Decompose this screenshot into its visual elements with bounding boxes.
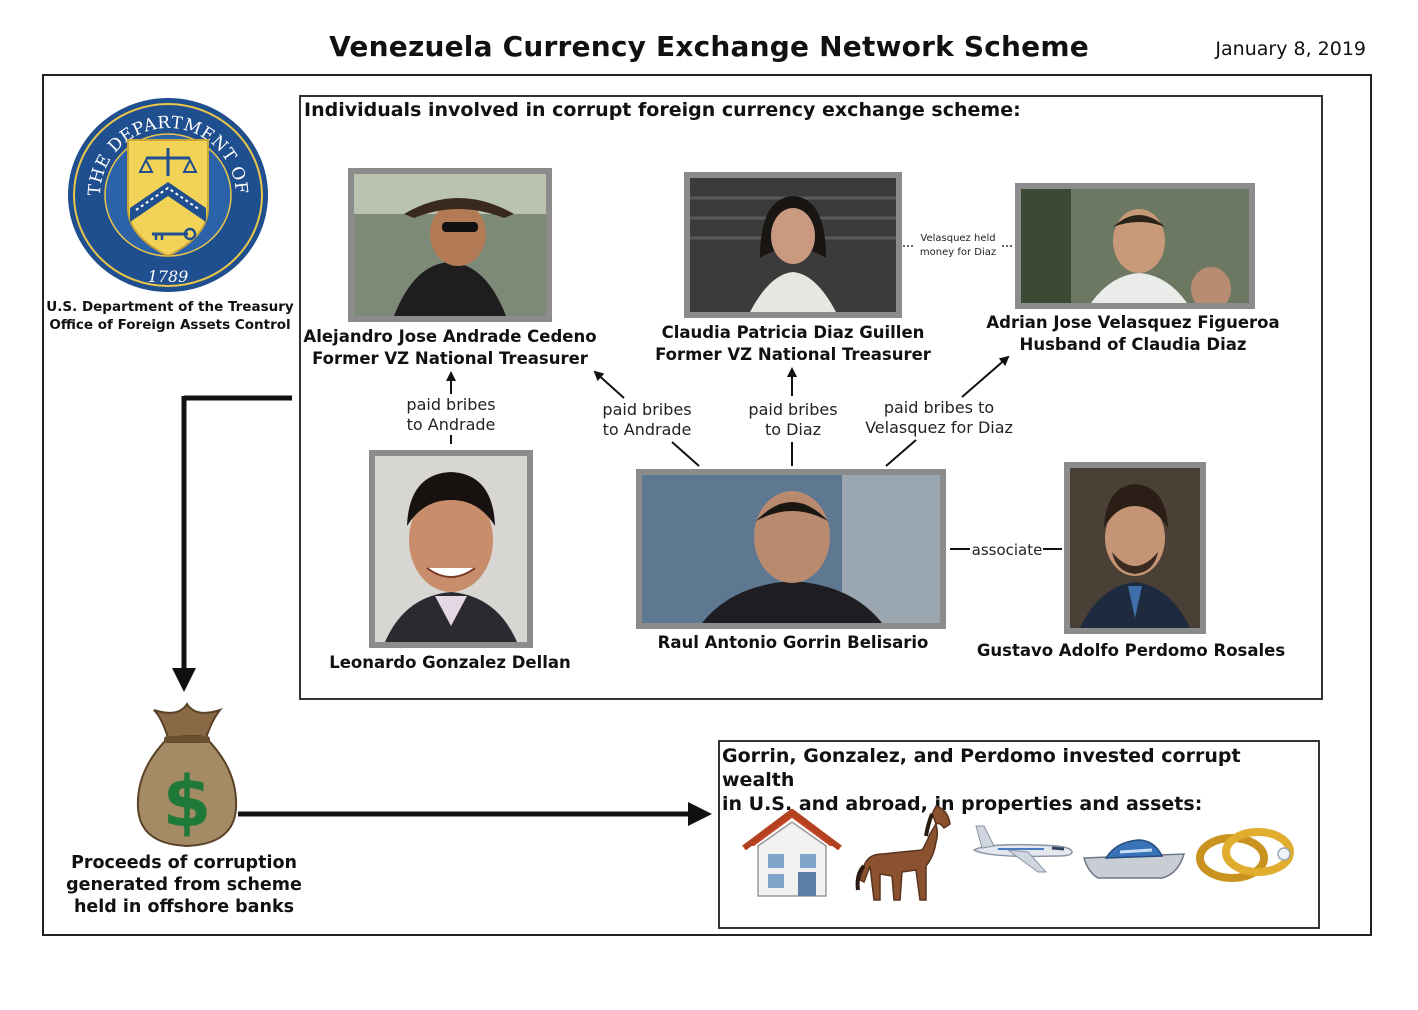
money-bag-icon: $ [134,698,240,848]
rings-icon [1192,820,1298,886]
label-gorrin-diaz: paid bribes to Diaz [732,400,854,440]
jet-icon [968,818,1074,878]
name-gonzalez: Leonardo Gonzalez Dellan [329,653,571,672]
velasquez-held-line-1: Velasquez held [920,233,996,244]
diaz-role: Former VZ National Treasurer [655,345,931,364]
photo-velasquez [1015,183,1255,309]
name-diaz: Claudia Patricia Diaz Guillen Former VZ … [640,322,946,366]
gorrin-diaz-line-1: paid bribes [748,400,838,419]
photo-andrade [348,168,552,322]
gorrin-velasquez-line-1: paid bribes to [883,398,995,417]
outer-frame [42,74,1372,936]
agency-caption: U.S. Department of the Treasury Office o… [44,298,296,334]
gorrin-andrade-line-2: to Andrade [602,420,692,439]
line-gorrin-andrade-lower [671,441,700,467]
date: January 8, 2019 [1215,38,1366,60]
label-velasquez-held: Velasquez held money for Diaz [912,232,1004,260]
arrow-to-proceeds [172,668,196,692]
proceeds-line-2: generated from scheme [66,875,302,895]
name-perdomo: Gustavo Adolfo Perdomo Rosales [976,641,1286,660]
seal-year: 1789 [148,267,189,286]
horse-icon [852,800,958,906]
photo-gonzalez [369,450,533,648]
andrade-role: Former VZ National Treasurer [312,349,588,368]
gorrin-diaz-line-2: to Diaz [764,420,822,439]
investments-line-1: Gorrin, Gonzalez, and Perdomo invested c… [722,745,1241,791]
velasquez-held-line-2: money for Diaz [919,247,997,258]
investments-box [718,740,1320,929]
line-gorrin-velasquez-lower [885,439,917,467]
proceeds-line-3: held in offshore banks [73,897,295,917]
velasquez-name: Adrian Jose Velasquez Figueroa [986,313,1280,332]
investments-title: Gorrin, Gonzalez, and Perdomo invested c… [722,744,1318,816]
individuals-box-title: Individuals involved in corrupt foreign … [304,99,1021,121]
name-velasquez: Adrian Jose Velasquez Figueroa Husband o… [978,312,1288,356]
andrade-name: Alejandro Jose Andrade Cedeno [303,327,597,346]
label-associate: associate [971,541,1043,559]
arrow-gorrin-andrade [593,370,625,399]
proceeds-caption: Proceeds of corruption generated from sc… [54,852,314,918]
photo-perdomo [1064,462,1206,634]
arrow-to-investments [688,802,712,826]
yacht-icon [1082,828,1186,884]
agency-line-1: U.S. Department of the Treasury [46,299,294,315]
treasury-seal: THE DEPARTMENT OF THE TREASURY 1789 [58,81,270,294]
page-title: Venezuela Currency Exchange Network Sche… [329,30,1089,63]
agency-line-2: Office of Foreign Assets Control [49,317,291,333]
label-gorrin-velasquez: paid bribes to Velasquez for Diaz [858,398,1020,438]
gonzalez-andrade-line-2: to Andrade [406,415,496,434]
house-icon [740,802,844,900]
gonzalez-andrade-line-1: paid bribes [406,395,496,414]
velasquez-role: Husband of Claudia Diaz [1019,335,1247,354]
gorrin-andrade-line-1: paid bribes [602,400,692,419]
individuals-box [299,95,1323,700]
diaz-name: Claudia Patricia Diaz Guillen [661,323,925,342]
proceeds-line-1: Proceeds of corruption [71,853,297,873]
photo-diaz [684,172,902,318]
gorrin-velasquez-line-2: Velasquez for Diaz [865,418,1013,437]
arrow-gorrin-velasquez [961,355,1010,398]
photo-gorrin [636,469,946,629]
label-gorrin-andrade: paid bribes to Andrade [586,400,708,440]
name-gorrin: Raul Antonio Gorrin Belisario [657,633,929,652]
svg-text:$: $ [163,761,212,843]
name-andrade: Alejandro Jose Andrade Cedeno Former VZ … [300,326,600,370]
investments-line-2: in U.S. and abroad, in properties and as… [722,793,1203,815]
label-gonzalez-andrade: paid bribes to Andrade [390,395,512,435]
